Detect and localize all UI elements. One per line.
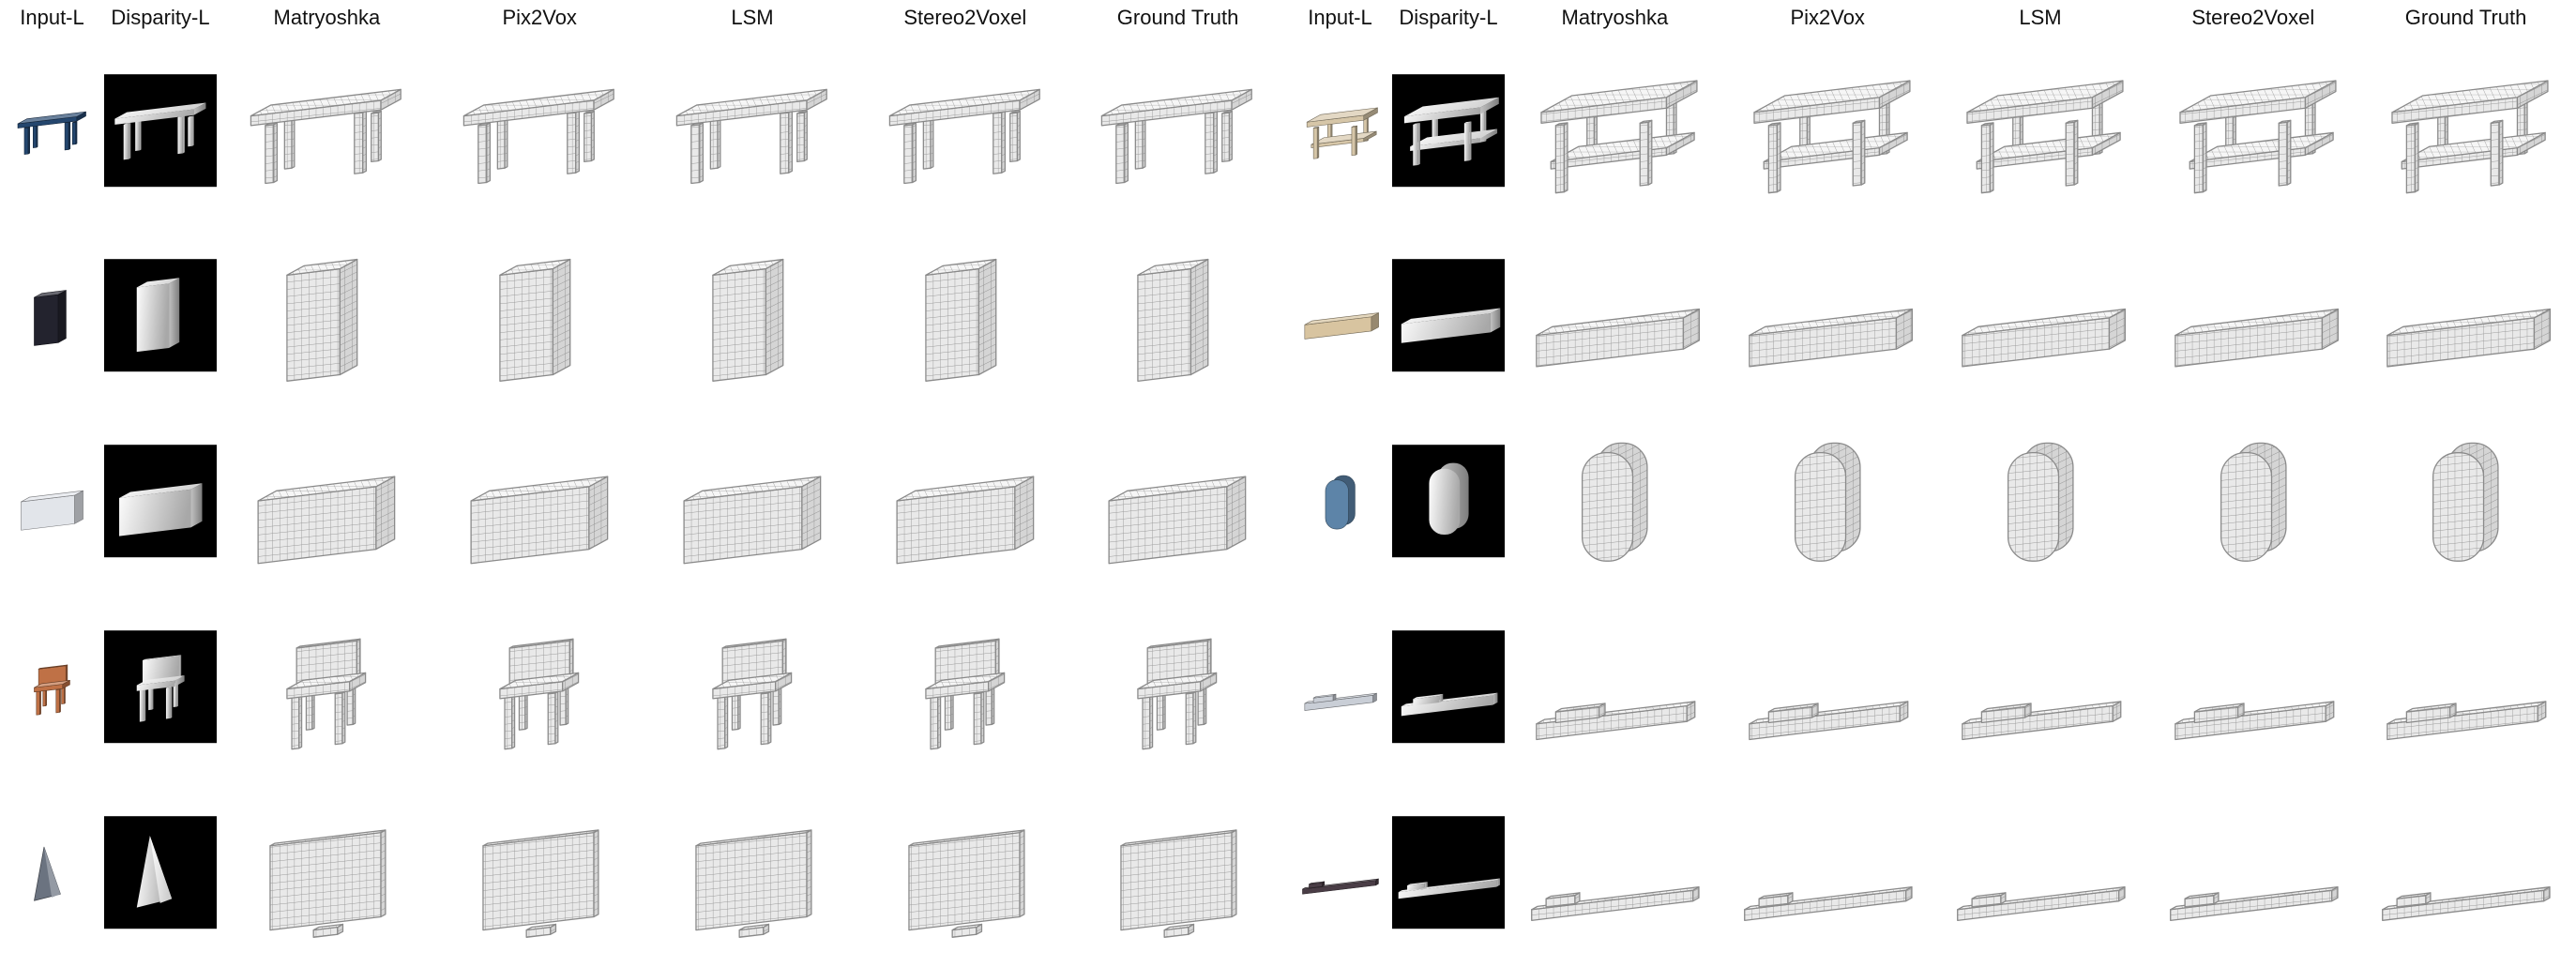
disparity-image-cargo-ship xyxy=(1392,783,1505,961)
ground-truth-reconstruction-cargo-ship xyxy=(2363,783,2568,961)
stereo2voxel-reconstruction-display-panel xyxy=(862,783,1068,961)
pix2vox-reconstruction-chair xyxy=(437,597,643,776)
matryoshka-reconstruction-capsule xyxy=(1512,413,1718,591)
column-header-matryoshka: Matryoshka xyxy=(1561,6,1669,29)
input-image-shelf-table xyxy=(1296,41,1385,219)
input-image-bench-sofa xyxy=(1296,227,1385,405)
stereo2voxel-reconstruction-bench-sofa xyxy=(2150,227,2356,405)
column-header-stereo2voxel: Stereo2Voxel xyxy=(903,6,1027,29)
ground-truth-reconstruction-display-panel xyxy=(1075,783,1280,961)
stereo2voxel-reconstruction-capsule xyxy=(2150,413,2356,591)
pix2vox-reconstruction-bench-sofa xyxy=(1725,227,1931,405)
disparity-image-capsule xyxy=(1392,413,1505,591)
pix2vox-reconstruction-tall-cabinet xyxy=(437,227,643,405)
lsm-reconstruction-dresser xyxy=(650,413,856,591)
matryoshka-reconstruction-shelf-table xyxy=(1512,41,1718,219)
input-image-cargo-ship xyxy=(1296,783,1385,961)
panel-left: Input-L Disparity-L Matryoshka Pix2Vox LSM St… xyxy=(8,6,1280,961)
stereo2voxel-reconstruction-cargo-ship xyxy=(2150,783,2356,961)
column-header-lsm: LSM xyxy=(731,6,774,29)
pix2vox-reconstruction-dresser xyxy=(437,413,643,591)
matryoshka-reconstruction-tall-cabinet xyxy=(224,227,430,405)
stereo2voxel-reconstruction-dresser xyxy=(862,413,1068,591)
input-image-display-panel xyxy=(8,783,97,961)
lsm-reconstruction-speedboat xyxy=(1938,597,2144,776)
pix2vox-reconstruction-cargo-ship xyxy=(1725,783,1931,961)
column-header-lsm: LSM xyxy=(2019,6,2062,29)
column-header-pix2vox: Pix2Vox xyxy=(502,6,577,29)
stereo2voxel-reconstruction-shelf-table xyxy=(2150,41,2356,219)
ground-truth-reconstruction-speedboat xyxy=(2363,597,2568,776)
ground-truth-reconstruction-chair xyxy=(1075,597,1280,776)
lsm-reconstruction-display-panel xyxy=(650,783,856,961)
disparity-image-shelf-table xyxy=(1392,41,1505,219)
column-header-input-l: Input-L xyxy=(20,6,84,29)
ground-truth-reconstruction-capsule xyxy=(2363,413,2568,591)
ground-truth-reconstruction-tall-cabinet xyxy=(1075,227,1280,405)
matryoshka-reconstruction-chair xyxy=(224,597,430,776)
lsm-reconstruction-table xyxy=(650,41,856,219)
matryoshka-reconstruction-dresser xyxy=(224,413,430,591)
lsm-reconstruction-capsule xyxy=(1938,413,2144,591)
ground-truth-reconstruction-table xyxy=(1075,41,1280,219)
disparity-image-table xyxy=(104,41,217,219)
pix2vox-reconstruction-capsule xyxy=(1725,413,1931,591)
lsm-reconstruction-chair xyxy=(650,597,856,776)
lsm-reconstruction-bench-sofa xyxy=(1938,227,2144,405)
pix2vox-reconstruction-display-panel xyxy=(437,783,643,961)
pix2vox-reconstruction-table xyxy=(437,41,643,219)
input-image-speedboat xyxy=(1296,597,1385,776)
input-image-table xyxy=(8,41,97,219)
input-image-capsule xyxy=(1296,413,1385,591)
matryoshka-reconstruction-cargo-ship xyxy=(1512,783,1718,961)
matryoshka-reconstruction-bench-sofa xyxy=(1512,227,1718,405)
input-image-tall-cabinet xyxy=(8,227,97,405)
matryoshka-reconstruction-speedboat xyxy=(1512,597,1718,776)
matryoshka-reconstruction-table xyxy=(224,41,430,219)
disparity-image-display-panel xyxy=(104,783,217,961)
column-header-ground-truth: Ground Truth xyxy=(1116,6,1239,29)
column-header-ground-truth: Ground Truth xyxy=(2404,6,2527,29)
pix2vox-reconstruction-speedboat xyxy=(1725,597,1931,776)
disparity-image-dresser xyxy=(104,413,217,591)
ground-truth-reconstruction-dresser xyxy=(1075,413,1280,591)
disparity-image-bench-sofa xyxy=(1392,227,1505,405)
lsm-reconstruction-tall-cabinet xyxy=(650,227,856,405)
stereo2voxel-reconstruction-tall-cabinet xyxy=(862,227,1068,405)
matryoshka-reconstruction-display-panel xyxy=(224,783,430,961)
stereo2voxel-reconstruction-chair xyxy=(862,597,1068,776)
stereo2voxel-reconstruction-table xyxy=(862,41,1068,219)
column-header-matryoshka: Matryoshka xyxy=(273,6,381,29)
stereo2voxel-reconstruction-speedboat xyxy=(2150,597,2356,776)
column-header-disparity-l: Disparity-L xyxy=(1399,6,1498,29)
disparity-image-tall-cabinet xyxy=(104,227,217,405)
column-header-stereo2voxel: Stereo2Voxel xyxy=(2191,6,2315,29)
panel-right: Input-L Disparity-L Matryoshka Pix2Vox LSM St… xyxy=(1288,0,2576,967)
disparity-image-chair xyxy=(104,597,217,776)
ground-truth-reconstruction-bench-sofa xyxy=(2363,227,2568,405)
column-header-pix2vox: Pix2Vox xyxy=(1790,6,1865,29)
column-header-input-l: Input-L xyxy=(1308,6,1372,29)
lsm-reconstruction-shelf-table xyxy=(1938,41,2144,219)
pix2vox-reconstruction-shelf-table xyxy=(1725,41,1931,219)
lsm-reconstruction-cargo-ship xyxy=(1938,783,2144,961)
input-image-chair xyxy=(8,597,97,776)
column-header-disparity-l: Disparity-L xyxy=(111,6,210,29)
input-image-dresser xyxy=(8,413,97,591)
disparity-image-speedboat xyxy=(1392,597,1505,776)
ground-truth-reconstruction-shelf-table xyxy=(2363,41,2568,219)
